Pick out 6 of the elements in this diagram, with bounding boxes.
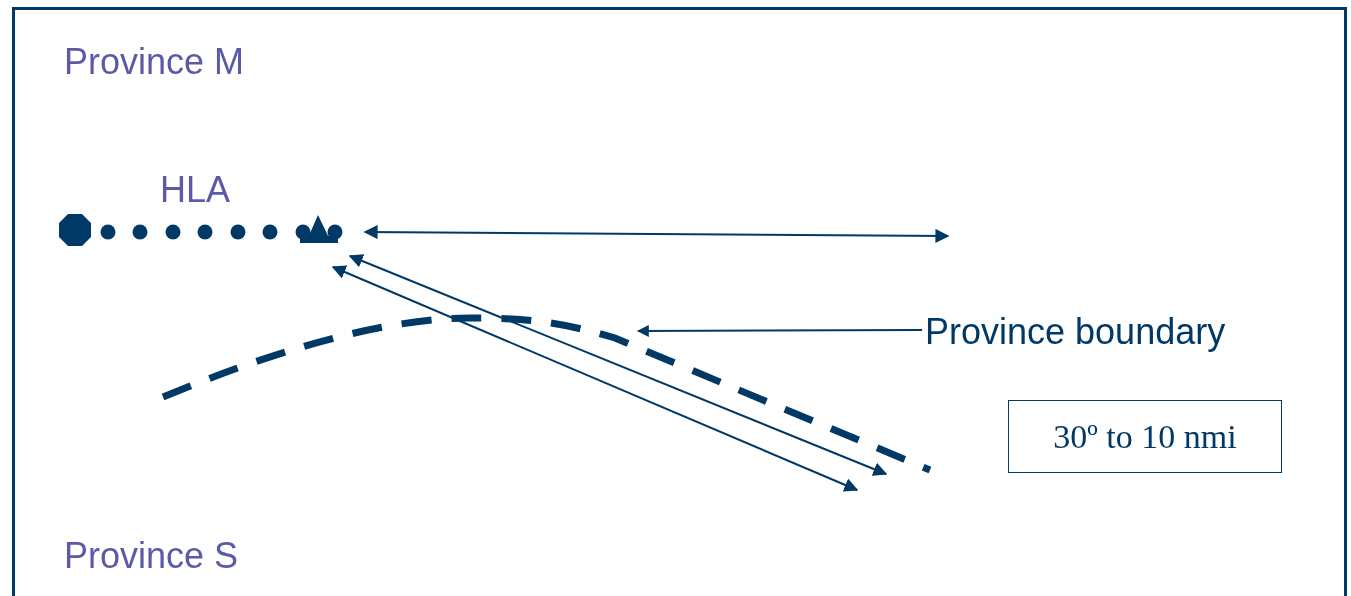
leader-line	[636, 324, 923, 337]
callout-text: Province boundary	[925, 314, 1226, 350]
region-label: HLA	[160, 172, 231, 208]
region-label: Province S	[64, 538, 239, 574]
region-label: Province M	[64, 44, 245, 80]
note-box: 30º to 10 nmi	[1008, 400, 1282, 473]
